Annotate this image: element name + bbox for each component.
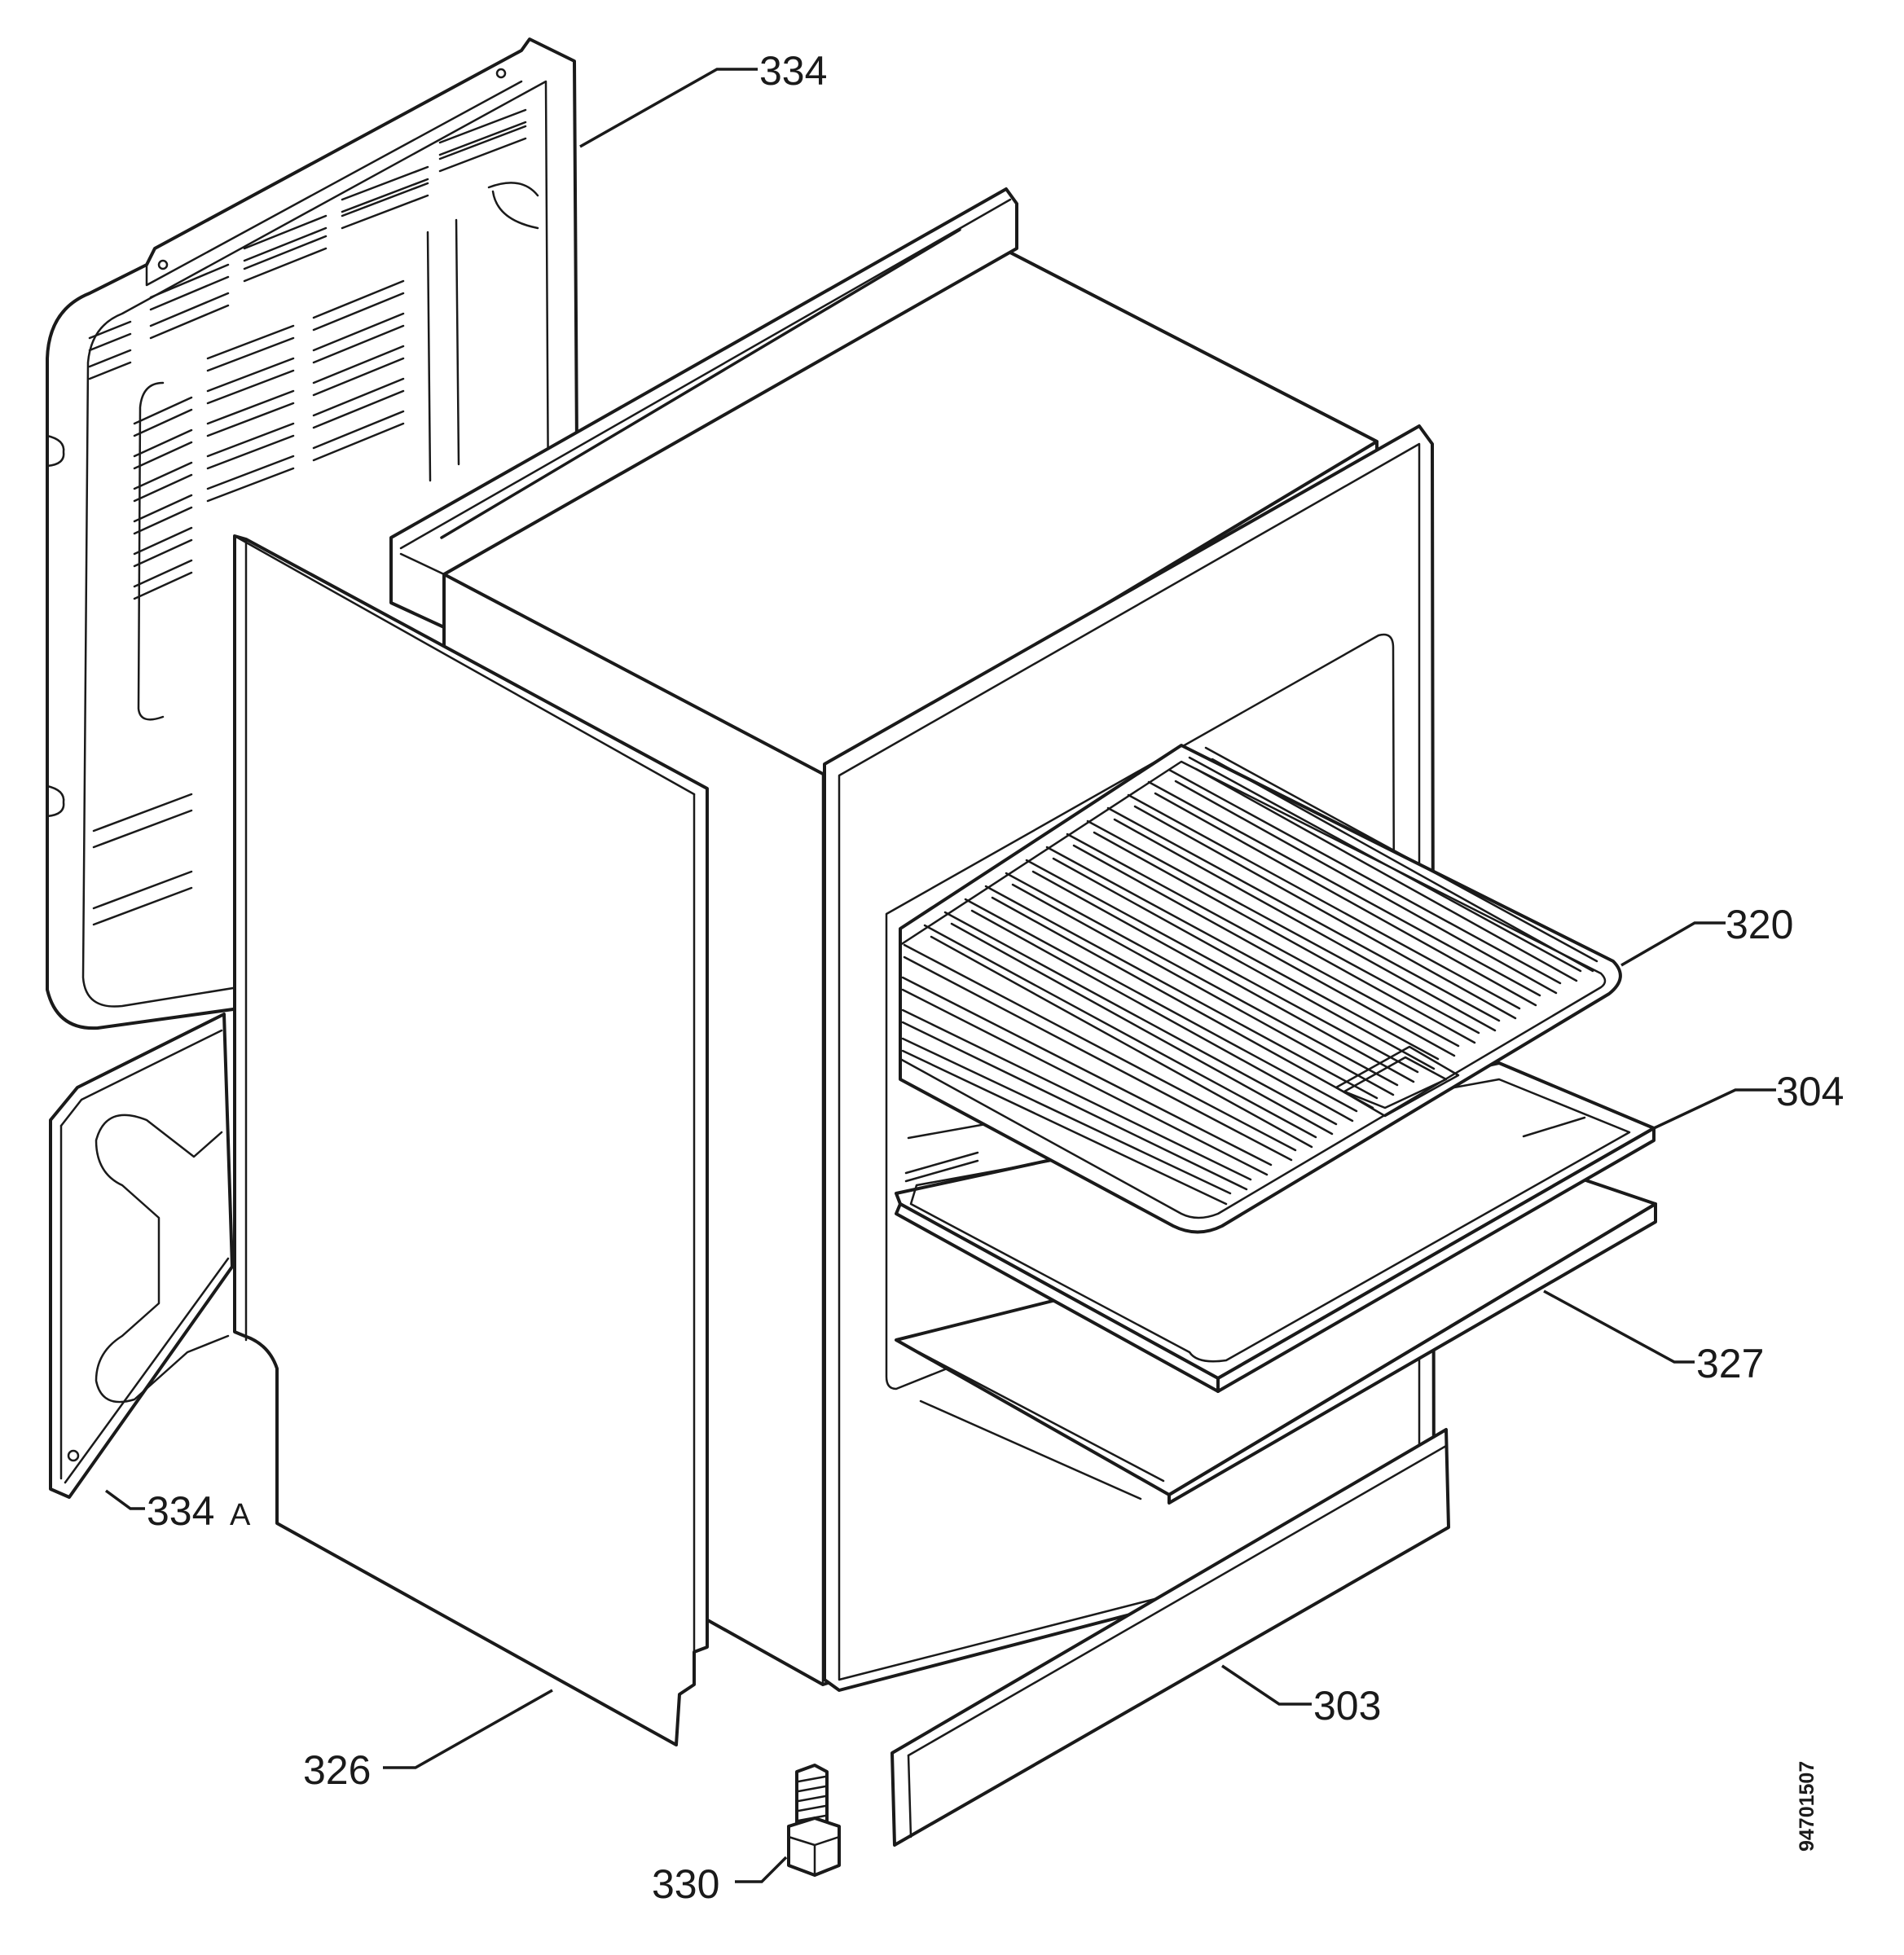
document-number: 94701507 bbox=[1796, 1761, 1818, 1852]
oven-shelf: 320 bbox=[899, 744, 1793, 1234]
callout-330: 330 bbox=[652, 1861, 719, 1907]
callout-320: 320 bbox=[1726, 902, 1793, 947]
callout-334a: 334 bbox=[147, 1488, 214, 1534]
screw: 330 bbox=[652, 1764, 841, 1907]
shelf-wires bbox=[901, 746, 1598, 1206]
vent-slots bbox=[88, 108, 527, 926]
lower-back-panel: 334 A bbox=[49, 1013, 251, 1534]
side-panel: 326 bbox=[233, 534, 709, 1793]
callout-326: 326 bbox=[303, 1747, 371, 1793]
callout-327: 327 bbox=[1696, 1341, 1764, 1386]
callout-334: 334 bbox=[759, 48, 827, 94]
callout-334a-suffix: A bbox=[230, 1498, 251, 1532]
drip-tray: 304 bbox=[895, 1061, 1844, 1393]
callout-303: 303 bbox=[1313, 1683, 1381, 1729]
callout-304: 304 bbox=[1776, 1069, 1844, 1114]
bottom-trim-strip: 303 bbox=[890, 1428, 1450, 1847]
